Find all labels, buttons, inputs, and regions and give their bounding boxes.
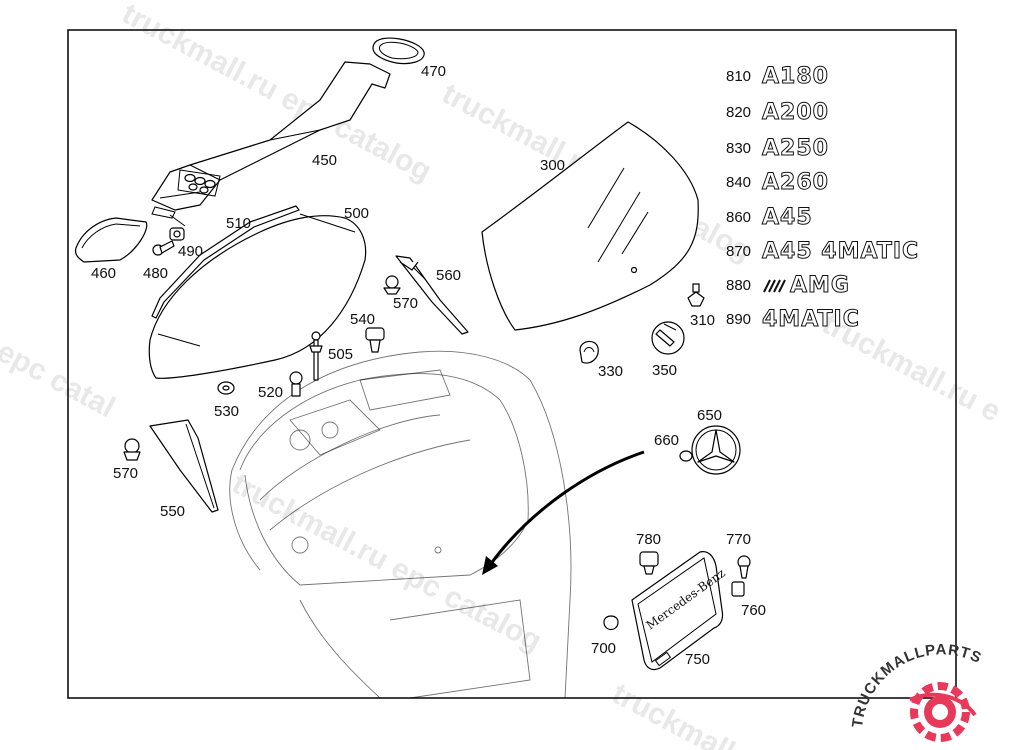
variant-row[interactable]: 810 A180 [726,64,829,90]
diagram-frame [67,29,957,699]
variant-row[interactable]: 820 A200 [726,100,829,126]
callout-510[interactable]: 510 [226,215,251,232]
part-550-side-trim[interactable] [149,419,219,513]
amg-stripes-icon [763,279,786,293]
part-330-clamp[interactable] [579,340,599,364]
callout-570-lower[interactable]: 570 [113,465,138,482]
part-505-pin[interactable] [309,331,323,381]
variant-number: 860 [726,209,751,226]
callout-505[interactable]: 505 [328,346,353,363]
callout-470[interactable]: 470 [421,63,446,80]
callout-490[interactable]: 490 [178,243,203,260]
variant-row[interactable]: 860 A45 [726,205,813,231]
assembly-arrow [482,450,645,575]
part-490-clip[interactable] [169,227,185,241]
part-650-star-emblem[interactable] [691,425,741,475]
variant-row[interactable]: 880 AMG [726,273,850,299]
callout-480[interactable]: 480 [143,265,168,282]
variant-badge: A180 [762,64,829,89]
part-530-grommet[interactable] [217,381,235,395]
variant-badge: A260 [762,170,829,195]
variant-badge: A200 [762,100,829,125]
callout-450[interactable]: 450 [312,152,337,169]
callout-310[interactable]: 310 [690,312,715,329]
callout-560[interactable]: 560 [436,267,461,284]
callout-750[interactable]: 750 [685,651,710,668]
callout-530[interactable]: 530 [214,403,239,420]
watermark-text-c: l epc catal [0,327,120,424]
watermark-text-f: truckmall.ru [607,677,774,750]
variant-number: 840 [726,174,751,191]
callout-770[interactable]: 770 [726,531,751,548]
variant-number: 890 [726,311,751,328]
gear-icon [909,682,977,742]
part-570-clip-upper[interactable] [383,275,401,295]
part-700-grommet[interactable] [603,615,619,631]
part-460-glass[interactable] [74,217,148,263]
part-470-cap[interactable] [372,37,425,65]
variant-badge: A250 [762,136,829,161]
part-500-window[interactable] [148,213,367,379]
part-310-plug[interactable] [687,283,705,307]
callout-550[interactable]: 550 [160,503,185,520]
variant-badge: A45 [762,205,813,230]
callout-540[interactable]: 540 [350,311,375,328]
callout-700[interactable]: 700 [591,640,616,657]
callout-labels: 470 450 460 480 490 510 500 560 570 540 … [91,63,766,668]
part-760-nut[interactable] [731,581,745,597]
callout-500[interactable]: 500 [344,205,369,222]
variant-row[interactable]: 840 A260 [726,170,829,196]
callout-760[interactable]: 760 [741,602,766,619]
callout-570-upper[interactable]: 570 [393,295,418,312]
variant-badge: A45 4MATIC [762,239,919,264]
watermark-text-a: truckmall.ru epc catalog [117,0,437,188]
part-540-buffer[interactable] [365,327,385,353]
part-450-spoiler[interactable] [151,61,391,219]
variant-number: 810 [726,68,751,85]
variant-number: 870 [726,243,751,260]
part-leader-line [169,214,186,227]
part-660-clip[interactable] [679,450,693,462]
callout-660[interactable]: 660 [654,432,679,449]
truckmall-logo: TRUCKMALLPARTS [849,641,983,742]
car-rear-outline [229,350,572,699]
part-560-trim[interactable] [395,255,469,335]
callout-330[interactable]: 330 [598,363,623,380]
part-570-clip-lower[interactable] [123,438,141,461]
variant-number: 820 [726,104,751,121]
part-480-screw[interactable] [152,240,175,256]
part-510-seal[interactable] [151,205,300,319]
part-780-clip[interactable] [639,551,659,575]
variant-number: 830 [726,140,751,157]
variant-badge: AMG [790,273,850,298]
callout-780[interactable]: 780 [636,531,661,548]
part-770-screw[interactable] [737,555,751,579]
variant-row[interactable]: 830 A250 [726,136,829,162]
watermark-text-e: truckmall.ru epc catalog [227,467,547,658]
callout-520[interactable]: 520 [258,384,283,401]
variant-badge-list: 810 A180 820 A200 830 A250 840 A260 860 … [726,64,919,333]
callout-650[interactable]: 650 [697,407,722,424]
part-750-plate-holder[interactable]: Mercedes-Benz [631,551,728,671]
variant-row[interactable]: 870 A45 4MATIC [726,239,919,265]
variant-number: 880 [726,277,751,294]
variant-badge: 4MATIC [762,307,860,332]
callout-460[interactable]: 460 [91,265,116,282]
part-300-window[interactable] [481,121,699,331]
part-520-clip[interactable] [289,371,303,397]
callout-300[interactable]: 300 [540,157,565,174]
callout-350[interactable]: 350 [652,362,677,379]
part-350-bracket[interactable] [651,321,685,355]
variant-row[interactable]: 890 4MATIC [726,307,860,333]
